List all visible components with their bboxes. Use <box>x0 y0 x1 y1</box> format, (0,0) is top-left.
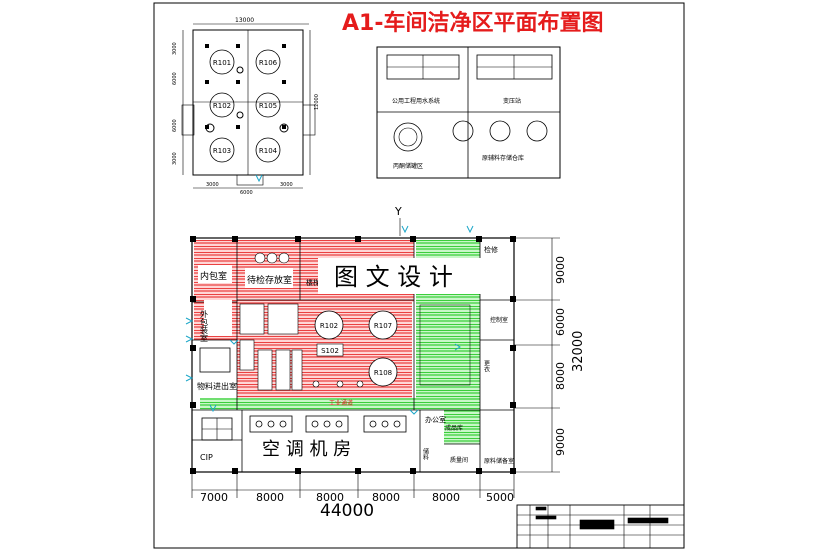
reactor-R102-main <box>314 310 344 340</box>
main-floor-plan: Y <box>185 174 586 521</box>
room-inner-packing: 内包室 <box>200 270 227 282</box>
title-block <box>516 504 685 549</box>
room-material-storage: 储料 <box>422 447 429 461</box>
room-outer-packing: 外包装室 <box>200 309 209 342</box>
raw-material-tank-2 <box>489 120 511 142</box>
dim-bottom-2: 8000 <box>256 491 284 504</box>
reactor-R106-label: R106 <box>259 59 278 67</box>
raw-material-tank-3 <box>526 120 548 142</box>
reactor-plan-top-dim: 13000 <box>235 17 254 24</box>
building-outline <box>191 237 515 473</box>
reactor-R105 <box>255 92 281 118</box>
reactor-R103 <box>209 137 235 163</box>
drawing-title: A1-车间洁净区平面布置图 <box>342 10 603 36</box>
air-handling-units <box>249 415 407 433</box>
green-corridor-bottom <box>200 398 480 410</box>
raw-material-label: 原辅料存储仓库 <box>482 154 524 162</box>
dim-bottom-3: 8000 <box>316 491 344 504</box>
reactor-R108 <box>368 357 398 387</box>
reactor-plan-bottom-dim-2: 6000 <box>240 190 253 196</box>
dim-total-height: 32000 <box>571 331 586 372</box>
axis-marker: Y <box>394 205 402 218</box>
room-qc: 质量间 <box>450 456 468 464</box>
right-dimension-ticks <box>514 237 560 473</box>
reactor-plan-right-dim: 12000 <box>314 94 320 110</box>
reactor-R108-label: R108 <box>374 369 392 377</box>
room-hvac: 空 调 机 房 <box>262 439 351 460</box>
acetone-tank-icon <box>393 122 423 152</box>
material-passthrough-box <box>199 347 231 373</box>
reactor-R104-label: R104 <box>259 147 278 155</box>
reactor-plan-left-dim-4: 3000 <box>172 152 178 165</box>
raw-material-tank-1 <box>452 120 474 142</box>
watermark-box <box>318 258 496 294</box>
right-equipment-column <box>419 304 471 386</box>
dim-bottom-4: 8000 <box>372 491 400 504</box>
reactor-plan-bottom-dim-1: 3000 <box>206 182 219 188</box>
room-corridor: 工业通道 <box>329 399 353 407</box>
reactor-R103-label: R103 <box>213 147 231 155</box>
green-corridor-lower <box>444 408 480 444</box>
watermark-text: 图 文 设 计 <box>334 263 453 291</box>
reactor-plan-door <box>236 174 264 186</box>
reactor-R106 <box>255 49 281 75</box>
dim-right-4: 9000 <box>554 428 567 456</box>
room-stairs: 楼梯 <box>306 278 320 287</box>
reactor-plan-equipment-marks <box>205 44 289 133</box>
reactor-plan: 13000 3000 6000 6000 3000 12000 R101 R10… <box>172 17 320 196</box>
reactor-plan-left-dim-1: 3000 <box>172 42 178 55</box>
room-raw-storage: 原料储备室 <box>484 457 514 465</box>
room-cip: CIP <box>200 453 213 462</box>
reactor-R102-main-label: R102 <box>320 322 338 330</box>
utility-legend: 公用工程用水系统 变压站 丙酮储罐区 原辅料存储仓库 <box>376 46 561 179</box>
room-changing: 更衣 <box>483 360 490 373</box>
reactor-R104 <box>255 137 281 163</box>
reactor-plan-left-dim-3: 6000 <box>172 119 178 132</box>
reactor-R101 <box>209 49 235 75</box>
reactor-R102 <box>209 92 235 118</box>
dim-bottom-1: 7000 <box>200 491 228 504</box>
transformer-label: 变压站 <box>503 97 521 105</box>
reactor-R107-a <box>368 310 398 340</box>
room-maintenance: 检修 <box>484 245 498 254</box>
dim-right-2: 6000 <box>554 308 567 336</box>
dim-right-3: 8000 <box>554 362 567 390</box>
dim-bottom-6: 5000 <box>486 491 514 504</box>
reactor-R101-label: R101 <box>213 59 231 67</box>
drawing-frame <box>153 2 685 549</box>
room-product-warehouse: 成品库 <box>445 424 463 432</box>
dim-right-1: 9000 <box>554 256 567 284</box>
reactor-plan-left-dim-2: 6000 <box>172 72 178 85</box>
storage-tank-S102 <box>316 343 344 357</box>
storage-tank-S102-label: S102 <box>321 347 339 355</box>
acetone-tank-label: 丙酮储罐区 <box>393 162 423 170</box>
reactor-R107-a-label: R107 <box>374 322 392 330</box>
dim-total-width: 44000 <box>320 501 374 521</box>
reactor-plan-stair-left <box>181 104 195 136</box>
reactor-plan-stair-right <box>302 104 316 136</box>
reactor-plan-bottom-dim-3: 3000 <box>280 182 293 188</box>
reactor-R102-label: R102 <box>213 102 231 110</box>
room-control: 控制室 <box>490 316 508 324</box>
room-waiting-storage: 待检存放室 <box>247 274 292 286</box>
water-system-label: 公用工程用水系统 <box>392 97 440 105</box>
bottom-dimension-ticks <box>191 474 515 498</box>
structural-columns <box>190 236 516 474</box>
dim-bottom-5: 8000 <box>432 491 460 504</box>
reactor-R105-label: R105 <box>259 102 277 110</box>
room-office: 办公室 <box>425 415 446 424</box>
process-equipment <box>239 252 364 391</box>
room-material-in-out: 物料进出室 <box>197 381 237 391</box>
